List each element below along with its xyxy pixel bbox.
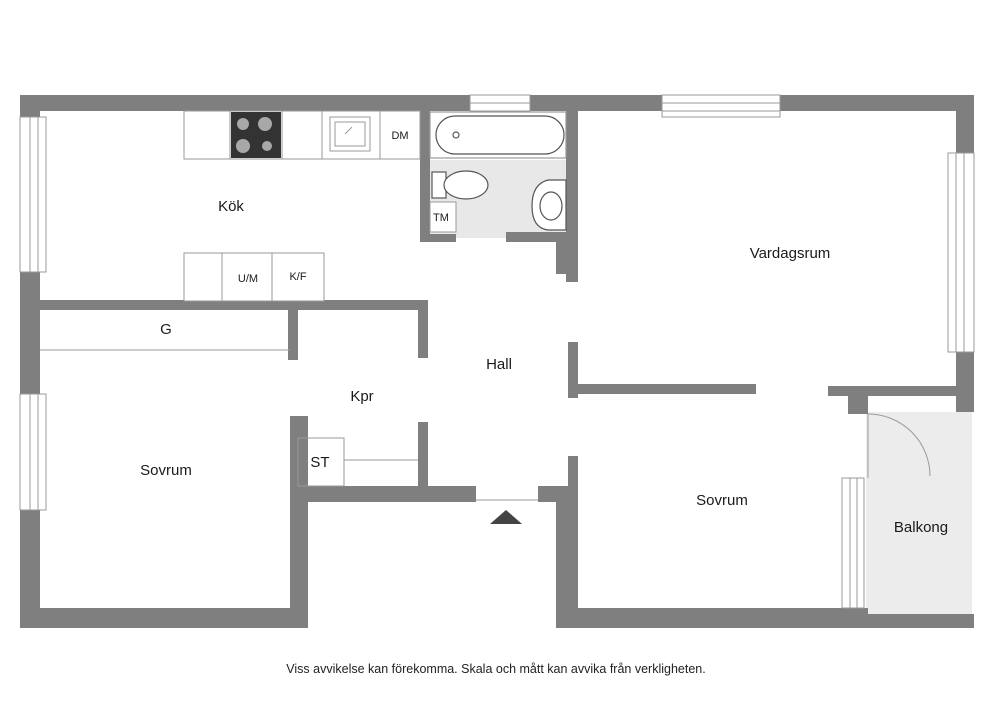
washbasin-icon (531, 179, 567, 231)
dishwasher-label: DM (391, 130, 408, 142)
room-label-g: G (160, 321, 172, 338)
fridge-freezer-label: K/F (289, 271, 306, 283)
bathtub-icon (429, 111, 567, 159)
walls (20, 95, 974, 628)
room-label-kok: Kök (218, 198, 244, 215)
washing-machine-label: TM (433, 212, 449, 224)
windows (19, 94, 975, 609)
toilet-icon (431, 170, 489, 200)
balcony-floor (866, 412, 972, 616)
room-label-sovrum-left: Sovrum (140, 462, 192, 479)
room-label-balkong: Balkong (894, 519, 948, 536)
room-label-sovrum-right: Sovrum (696, 492, 748, 509)
entrance-arrow-icon (490, 510, 522, 524)
storage-st (297, 437, 418, 487)
kitchen-counter-top (183, 110, 421, 160)
sink-icon (329, 116, 371, 152)
room-label-hall: Hall (486, 356, 512, 373)
room-label-kpr: Kpr (350, 388, 373, 405)
room-label-st: ST (310, 454, 329, 471)
microwave-label: U/M (238, 273, 258, 285)
washing-machine-box (429, 201, 457, 233)
disclaimer-text: Viss avvikelse kan förekomma. Skala och … (286, 662, 706, 676)
stove-icon (231, 112, 281, 158)
room-label-vardagsrum: Vardagsrum (750, 245, 831, 262)
balcony-door (867, 413, 931, 478)
kitchen-counter-bottom (183, 252, 325, 302)
